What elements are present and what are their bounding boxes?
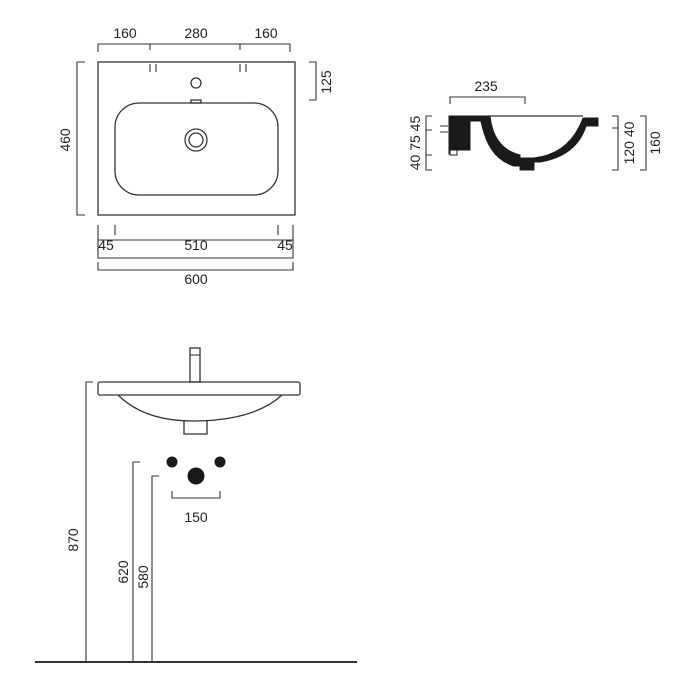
section-view: 235 40 75 45 120 40 160 — [407, 78, 663, 171]
tap-hole-icon — [190, 77, 202, 89]
dim-label: 620 — [115, 560, 131, 584]
dim-label: 870 — [65, 528, 81, 552]
front-view: 150 870 620 580 — [35, 347, 357, 663]
dim-label: 120 40 — [621, 121, 637, 164]
dim-label: 510 — [184, 237, 208, 253]
sink-outline — [97, 61, 296, 216]
top-width-dimension — [97, 43, 291, 52]
depth-dimension — [76, 61, 85, 216]
dim-label: 235 — [474, 78, 498, 94]
dim-label: 45 — [98, 237, 114, 253]
dim-label: 280 — [184, 25, 208, 41]
bowl-outline — [114, 102, 279, 196]
drain-icon — [184, 128, 208, 152]
drain-trap — [183, 420, 208, 435]
sink-top — [97, 381, 301, 396]
cold-supply-icon — [166, 456, 178, 468]
bowl-profile — [117, 394, 283, 422]
top-view: 160 280 160 460 125 45 510 45 600 — [57, 25, 334, 287]
dim-label: 160 — [254, 25, 278, 41]
dim-label: 600 — [184, 271, 208, 287]
waste-outlet-icon — [187, 467, 205, 485]
dim-label: 580 — [135, 565, 151, 589]
section-bowl-left — [479, 115, 521, 167]
dim-label: 40 75 45 — [407, 116, 423, 171]
dim-label: 160 — [647, 131, 663, 155]
dim-label: 160 — [113, 25, 137, 41]
faucet-icon — [189, 347, 201, 383]
dim-label: 460 — [57, 128, 73, 152]
section-bowl-right — [519, 117, 599, 171]
dim-label: 45 — [277, 237, 293, 253]
hot-supply-icon — [214, 456, 226, 468]
dim-label: 125 — [318, 70, 334, 94]
dim-label: 150 — [184, 509, 208, 525]
